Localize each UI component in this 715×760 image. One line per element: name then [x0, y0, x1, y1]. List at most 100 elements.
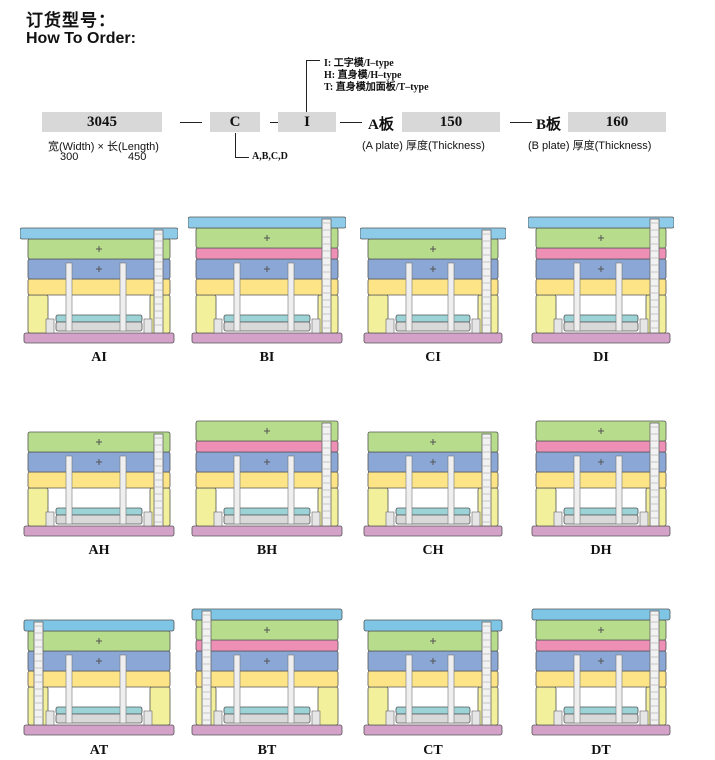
support-plate	[367, 278, 499, 296]
type-code-box: I	[278, 112, 336, 132]
separator-dash	[340, 122, 362, 123]
support-plate	[195, 471, 339, 489]
bottom-clamp-plate	[363, 525, 503, 537]
type-option-i: I: 工字模/I–type	[324, 58, 394, 69]
width-value: 300	[60, 151, 79, 163]
mold-diagram-bt	[188, 585, 346, 742]
spacer-block-left	[367, 294, 389, 334]
mold-label-ai: AI	[91, 350, 107, 365]
screw	[639, 318, 649, 334]
mold-label-bt: BT	[257, 743, 277, 758]
return-pin	[65, 455, 73, 525]
return-pin	[447, 455, 455, 525]
center-mark-icon	[96, 638, 102, 644]
stripper-plate	[195, 440, 339, 453]
support-plate	[367, 471, 499, 489]
screw	[639, 511, 649, 527]
support-plate	[535, 670, 667, 688]
spacer-block-right	[149, 686, 171, 726]
screw	[213, 318, 223, 334]
return-pin	[573, 262, 581, 332]
center-mark-icon	[598, 235, 604, 241]
center-mark-icon	[430, 459, 436, 465]
b-plate-label: B板	[536, 117, 562, 133]
mold-diagram-dt	[528, 585, 674, 742]
return-pin	[573, 654, 581, 724]
return-pin	[405, 455, 413, 525]
separator-dash	[180, 122, 202, 123]
bottom-clamp-plate	[363, 724, 503, 736]
spacer-block-left	[195, 294, 217, 334]
mold-diagram-ch	[360, 386, 506, 543]
mold-diagram-ci	[359, 193, 507, 350]
mold-label-dt: DT	[591, 743, 611, 758]
spacer-block-left	[367, 686, 389, 726]
return-pin	[233, 455, 241, 525]
screw	[385, 511, 395, 527]
return-pin	[119, 262, 127, 332]
screw	[213, 710, 223, 726]
spacer-block-right	[317, 686, 339, 726]
support-plate	[27, 471, 171, 489]
guide-pillar	[201, 610, 212, 726]
screw	[553, 710, 563, 726]
length-value: 450	[128, 151, 147, 163]
b-plate-thickness-box: 160	[568, 112, 666, 132]
top-clamp-plate	[363, 619, 503, 632]
return-pin	[615, 262, 623, 332]
screw	[143, 511, 153, 527]
center-mark-icon	[598, 459, 604, 465]
series-code-box: C	[210, 112, 260, 132]
screw	[385, 710, 395, 726]
mold-label-at: AT	[89, 743, 109, 758]
bottom-clamp-plate	[531, 724, 671, 736]
mold-diagram-di	[527, 193, 675, 350]
screw	[45, 511, 55, 527]
guide-pillar	[481, 229, 492, 334]
return-pin	[447, 654, 455, 724]
mold-label-ci: CI	[425, 350, 441, 365]
center-mark-icon	[264, 235, 270, 241]
return-pin	[287, 654, 295, 724]
center-mark-icon	[264, 658, 270, 664]
screw	[471, 710, 481, 726]
return-pin	[405, 262, 413, 332]
spacer-block-left	[535, 487, 557, 527]
center-mark-icon	[96, 658, 102, 664]
screw	[143, 318, 153, 334]
mold-label-dh: DH	[590, 543, 612, 558]
return-pin	[65, 654, 73, 724]
bottom-clamp-plate	[531, 525, 671, 537]
stripper-plate	[195, 639, 339, 652]
bottom-clamp-plate	[23, 724, 175, 736]
screw	[213, 511, 223, 527]
bottom-clamp-plate	[363, 332, 503, 344]
spacer-block-left	[27, 487, 49, 527]
center-mark-icon	[598, 428, 604, 434]
support-plate	[535, 278, 667, 296]
screw	[311, 710, 321, 726]
return-pin	[287, 262, 295, 332]
screw	[45, 710, 55, 726]
center-mark-icon	[430, 439, 436, 445]
mold-diagram-ah	[20, 386, 178, 543]
screw	[385, 318, 395, 334]
mold-label-ch: CH	[422, 543, 444, 558]
a-plate-description: (A plate) 厚度(Thickness)	[362, 140, 485, 152]
screw	[471, 511, 481, 527]
return-pin	[119, 455, 127, 525]
screw	[311, 318, 321, 334]
center-mark-icon	[598, 266, 604, 272]
screw	[45, 318, 55, 334]
spacer-block-left	[535, 294, 557, 334]
return-pin	[233, 654, 241, 724]
screw	[311, 511, 321, 527]
screw	[553, 318, 563, 334]
support-plate	[535, 471, 667, 489]
screw	[553, 511, 563, 527]
series-connector	[235, 133, 236, 158]
title-chinese: 订货型号：	[26, 11, 116, 30]
return-pin	[615, 455, 623, 525]
spacer-block-left	[27, 294, 49, 334]
center-mark-icon	[96, 439, 102, 445]
